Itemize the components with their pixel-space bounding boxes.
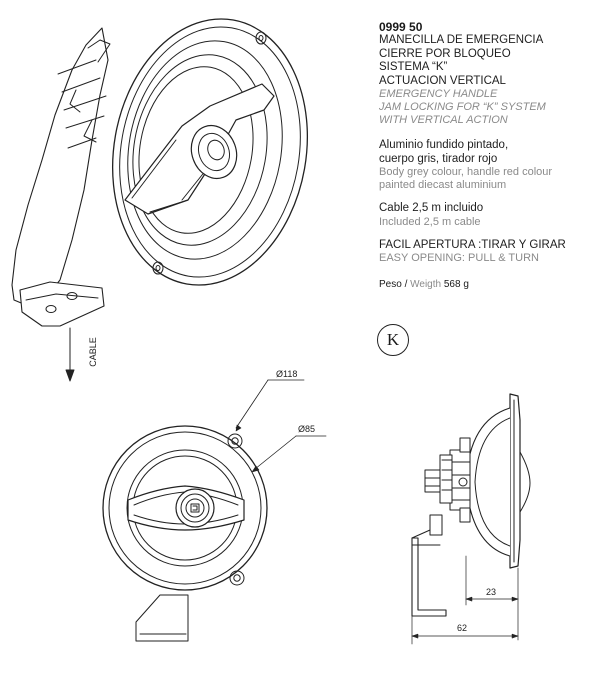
material-es-line: cuerpo gris, tirador rojo bbox=[379, 152, 498, 165]
weight-value: 568 g bbox=[443, 279, 469, 290]
cable-label: CABLE bbox=[88, 337, 98, 367]
weight-label-en: Weigth bbox=[410, 279, 442, 290]
title-es-line: SISTEMA “K” bbox=[379, 61, 448, 73]
material-en-line: painted diecast aluminium bbox=[379, 179, 507, 191]
front-view: Ø118 Ø85 bbox=[102, 369, 327, 642]
opening-block: FACIL APERTURA :TIRAR Y GIRAR EASY OPENI… bbox=[379, 239, 609, 266]
dim-inner-diameter: Ø85 bbox=[298, 424, 315, 434]
product-code: 0999 50 bbox=[379, 20, 423, 34]
cable-en: Included 2,5 m cable bbox=[379, 215, 481, 228]
title-en-line: WITH VERTICAL ACTION bbox=[379, 114, 508, 126]
title-es-line: CIERRE POR BLOQUEO bbox=[379, 47, 511, 60]
product-spec: 0999 50 MANECILLA DE EMERGENCIA CIERRE P… bbox=[379, 20, 609, 291]
material-es-line: Aluminio fundido pintado, bbox=[379, 139, 509, 151]
opening-en: EASY OPENING: PULL & TURN bbox=[379, 252, 539, 264]
material-en-line: Body grey colour, handle red colour bbox=[379, 166, 553, 178]
material-block: Aluminio fundido pintado, cuerpo gris, t… bbox=[379, 139, 609, 192]
cable-block: Cable 2,5 m incluido Included 2,5 m cabl… bbox=[379, 202, 609, 229]
dim-total: 62 bbox=[457, 623, 467, 633]
dim-depth: 23 bbox=[486, 587, 496, 597]
weight-label-es: Peso / bbox=[379, 279, 408, 290]
cable-es: Cable 2,5 m incluido bbox=[379, 202, 484, 214]
title-es-line: MANECILLA DE EMERGENCIA bbox=[379, 34, 544, 46]
title-english: EMERGENCY HANDLE JAM LOCKING FOR “K” SYS… bbox=[379, 88, 609, 127]
perspective-view: CABLE bbox=[11, 18, 309, 382]
opening-es: FACIL APERTURA :TIRAR Y GIRAR bbox=[379, 238, 566, 251]
title-en-line: EMERGENCY HANDLE bbox=[379, 88, 498, 100]
title-spanish: MANECILLA DE EMERGENCIA CIERRE POR BLOQU… bbox=[379, 34, 609, 88]
side-view: 23 62 bbox=[411, 393, 531, 645]
title-en-line: JAM LOCKING FOR “K” SYSTEM bbox=[379, 101, 546, 113]
title-es-line: ACTUACION VERTICAL bbox=[379, 74, 506, 87]
k-system-badge: K bbox=[377, 324, 409, 356]
dim-outer-diameter: Ø118 bbox=[276, 369, 297, 379]
weight-line: Peso / Weigth 568 g bbox=[379, 279, 609, 291]
